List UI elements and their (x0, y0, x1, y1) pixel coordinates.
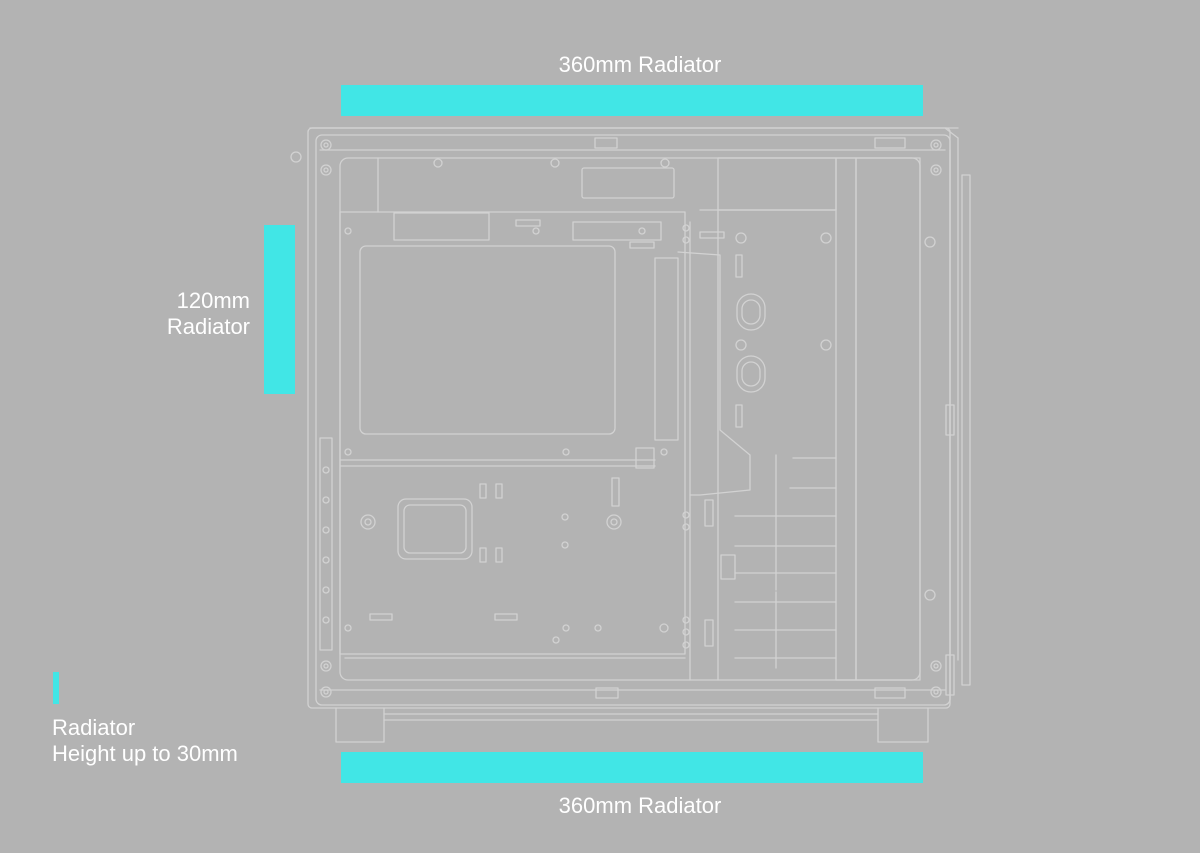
top-radiator-label: 360mm Radiator (558, 52, 722, 77)
bottom-radiator-bar (341, 752, 923, 783)
rear-radiator-label-line1: 120mm (176, 288, 250, 313)
legend-label-line2: Height up to 30mm (52, 741, 238, 766)
rear-radiator-label: 120mm Radiator (167, 288, 250, 340)
legend-label: Radiator Height up to 30mm (52, 715, 238, 767)
legend-label-line1: Radiator (52, 715, 136, 740)
rear-radiator-label-line2: Radiator (166, 314, 250, 339)
top-radiator-bar (341, 85, 923, 116)
rear-radiator-bar (264, 225, 295, 394)
legend-swatch (53, 672, 59, 704)
bottom-radiator-label: 360mm Radiator (558, 793, 722, 818)
